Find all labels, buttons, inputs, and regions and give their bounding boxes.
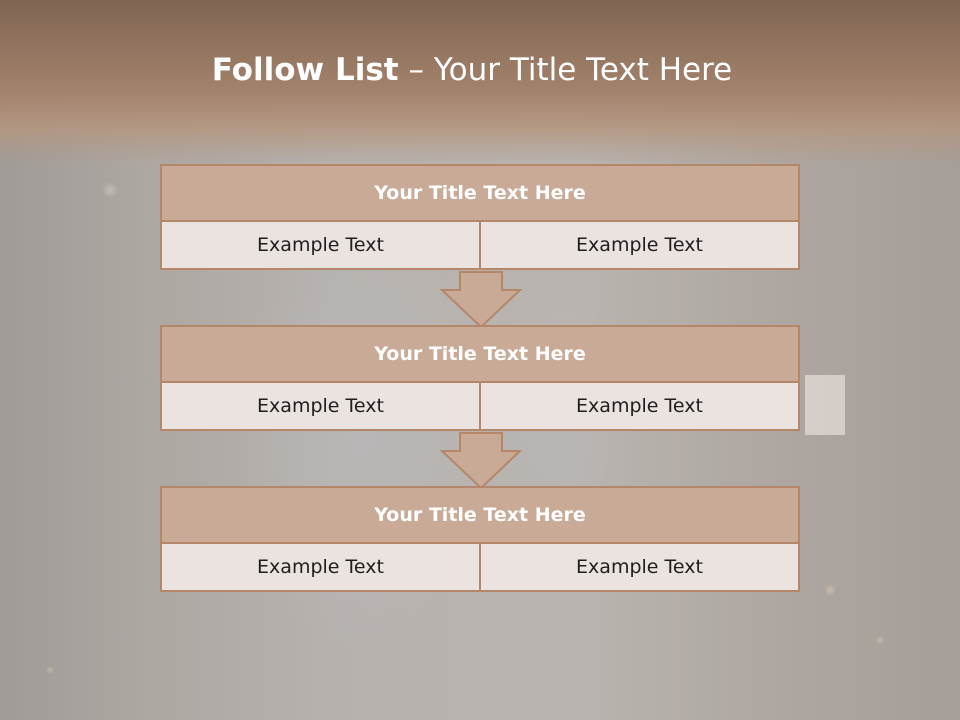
step-title-3: Your Title Text Here [162,488,798,544]
step-box-2: Your Title Text Here Example Text Exampl… [160,325,800,431]
step-box-1: Your Title Text Here Example Text Exampl… [160,164,800,270]
step-2-left-text: Example Text [162,383,479,429]
step-row-3: Example Text Example Text [162,544,798,590]
step-title-2: Your Title Text Here [162,327,798,383]
slide-title: Follow List – Your Title Text Here [0,52,944,88]
title-band [0,0,960,165]
step-row-2: Example Text Example Text [162,383,798,429]
down-arrow-icon [440,271,522,329]
slide-title-bold: Follow List [211,52,399,88]
step-row-1: Example Text Example Text [162,222,798,268]
slide-title-rest: – Your Title Text Here [398,52,733,88]
step-3-left-text: Example Text [162,544,479,590]
step-3-right-text: Example Text [479,544,798,590]
down-arrow-icon [440,432,522,490]
step-1-right-text: Example Text [479,222,798,268]
step-title-1: Your Title Text Here [162,166,798,222]
step-1-left-text: Example Text [162,222,479,268]
step-box-3: Your Title Text Here Example Text Exampl… [160,486,800,592]
step-2-right-text: Example Text [479,383,798,429]
